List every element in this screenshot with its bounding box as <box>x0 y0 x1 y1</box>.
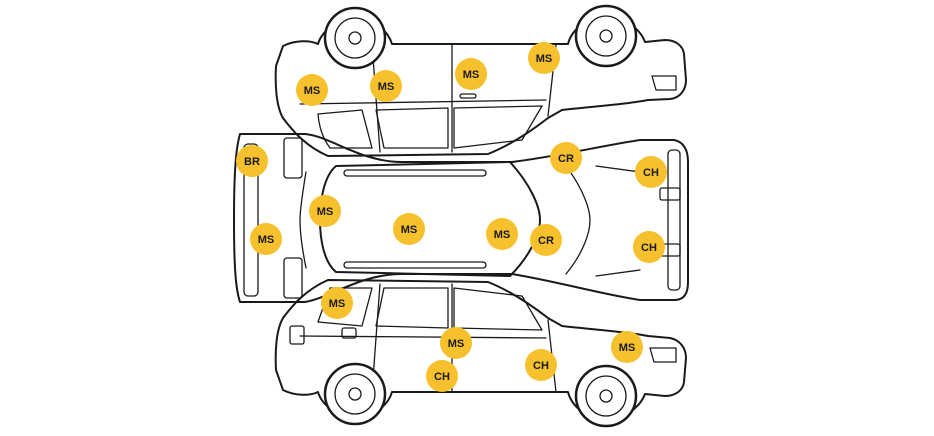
upside-down-window-front <box>453 105 543 149</box>
damage-marker-label: MS <box>401 224 418 236</box>
damage-marker-ms: MS <box>611 331 643 363</box>
damage-marker-ms: MS <box>296 74 328 106</box>
top-view-rear-light-upper <box>283 137 303 179</box>
upright-rear-light <box>289 325 305 345</box>
damage-marker-circle <box>633 231 665 263</box>
top-view-roof-rail-lower <box>343 261 487 269</box>
top-view-rear-window <box>299 171 307 269</box>
damage-marker-label: MS <box>304 85 321 97</box>
upright-side-marker <box>341 327 357 339</box>
upright-headlight <box>649 347 677 363</box>
damage-marker-ch: CH <box>633 231 665 263</box>
damage-marker-label: CH <box>533 360 549 372</box>
damage-marker-ch: CH <box>525 349 557 381</box>
damage-marker-ms: MS <box>250 223 282 255</box>
top-view <box>233 133 689 303</box>
damage-marker-circle <box>426 360 458 392</box>
damage-marker-circle <box>528 42 560 74</box>
upside-down-headlight <box>651 75 677 91</box>
damage-marker-ms: MS <box>370 70 402 102</box>
damage-marker-circle <box>296 74 328 106</box>
upside-down-front-wheel <box>574 4 638 68</box>
damage-marker-circle <box>525 349 557 381</box>
upside-down-sill <box>299 99 547 105</box>
damage-marker-circle <box>530 224 562 256</box>
damage-marker-label: MS <box>258 234 275 246</box>
damage-marker-label: CR <box>558 153 574 165</box>
damage-marker-circle <box>635 156 667 188</box>
damage-marker-ch: CH <box>635 156 667 188</box>
damage-marker-br: BR <box>236 145 268 177</box>
upright-window-middle <box>375 287 449 329</box>
upright-sill <box>299 335 547 339</box>
damage-marker-label: CH <box>641 242 657 254</box>
damage-marker-label: MS <box>329 298 346 310</box>
damage-marker-label: MS <box>448 338 465 350</box>
damage-marker-circle <box>309 195 341 227</box>
upright-front-wheel <box>574 364 638 428</box>
damage-marker-circle <box>455 58 487 90</box>
damage-marker-cr: CR <box>550 142 582 174</box>
damage-marker-ms: MS <box>440 327 472 359</box>
damage-marker-cr: CR <box>530 224 562 256</box>
upright-rear-wheel <box>323 362 387 426</box>
top-view-hood-line-upper <box>595 165 641 173</box>
damage-marker-ms: MS <box>321 287 353 319</box>
upside-down-rear-wheel <box>323 6 387 70</box>
damage-marker-circle <box>370 70 402 102</box>
damage-marker-label: MS <box>536 53 553 65</box>
damage-marker-ch: CH <box>426 360 458 392</box>
damage-marker-circle <box>611 331 643 363</box>
damage-marker-ms: MS <box>455 58 487 90</box>
damage-marker-circle <box>236 145 268 177</box>
top-view-windshield <box>565 165 591 275</box>
damage-marker-circle <box>550 142 582 174</box>
damage-marker-ms: MS <box>486 218 518 250</box>
damage-marker-label: MS <box>494 229 511 241</box>
top-view-front-bumper <box>667 149 681 291</box>
top-view-rear-light-lower <box>283 257 303 299</box>
damage-marker-label: CH <box>643 167 659 179</box>
damage-marker-label: MS <box>619 342 636 354</box>
damage-marker-label: CR <box>538 235 554 247</box>
damage-marker-circle <box>440 327 472 359</box>
damage-marker-label: CH <box>434 371 450 383</box>
damage-marker-circle <box>486 218 518 250</box>
damage-marker-circle <box>250 223 282 255</box>
damage-marker-circle <box>393 213 425 245</box>
damage-marker-label: MS <box>378 81 395 93</box>
upside-down-handle <box>459 93 477 99</box>
damage-marker-ms: MS <box>309 195 341 227</box>
damage-marker-label: MS <box>317 206 334 218</box>
top-view-front-light-upper <box>659 187 681 201</box>
side-view-upside-down <box>274 4 687 157</box>
side-view-upright <box>274 279 687 428</box>
damage-markers: MS MS MS MS BR MS MS MS MS CR CR CH CH MS MS CH CH MS <box>236 42 667 392</box>
top-view-hood-line-lower <box>595 269 641 277</box>
damage-marker-circle <box>321 287 353 319</box>
damage-marker-ms: MS <box>528 42 560 74</box>
damage-marker-label: MS <box>463 69 480 81</box>
upside-down-window-rear <box>317 109 373 149</box>
top-view-rear-bumper <box>243 143 259 297</box>
top-view-body-outline <box>233 133 689 303</box>
upright-window-front <box>453 287 543 331</box>
top-view-roof-rail-upper <box>343 169 487 177</box>
damage-marker-ms: MS <box>393 213 425 245</box>
upside-down-window-middle <box>375 107 449 149</box>
damage-marker-label: BR <box>244 156 260 168</box>
